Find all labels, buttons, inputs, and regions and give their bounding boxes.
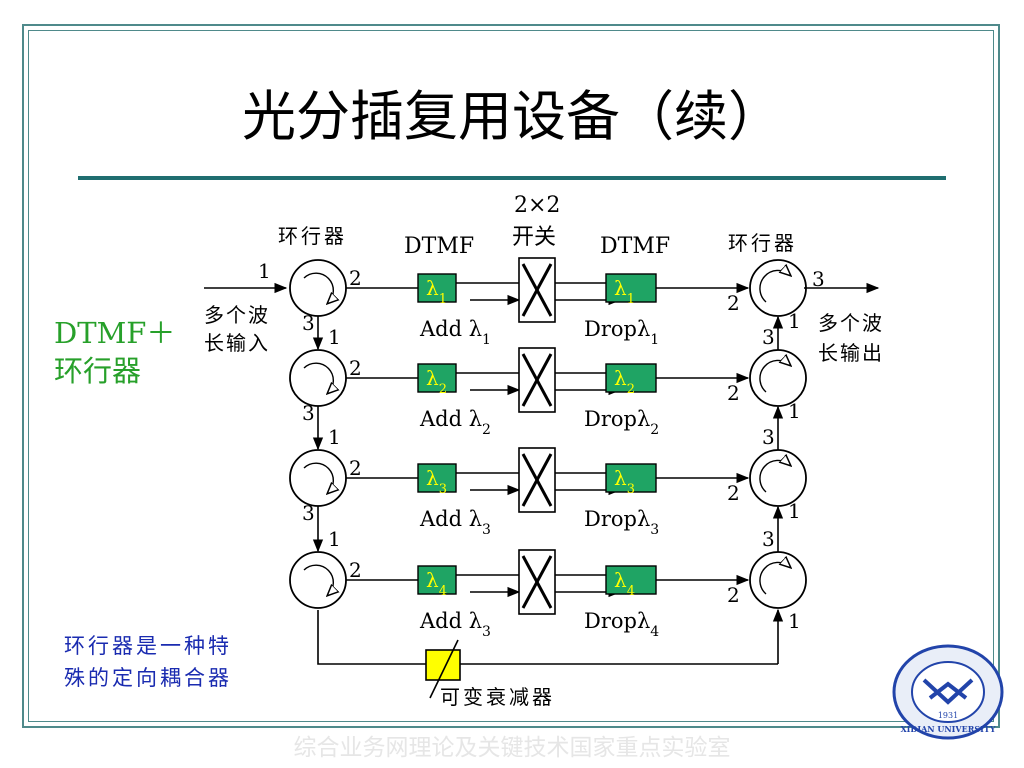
slide-frame-outer [22,24,1000,728]
left-next-port-1-label-1: 1 [328,325,341,349]
dtmf-label-left: DTMF [404,234,474,259]
filter-right-wavelength-2: λ2 [614,366,635,397]
switch-cross-b-2 [521,353,553,407]
circulator-left-1-rotation-arrow [303,272,333,303]
title-underline [78,176,946,180]
circulator-right-2 [749,349,807,407]
circulator-left-3 [289,449,347,507]
right-next-port-3-label-3: 3 [762,527,775,551]
dtmf-filter-right-3 [605,463,657,493]
circulator-left-1 [289,259,347,317]
drop-label-1: Dropλ1 [584,317,659,348]
left-port-2-label-1: 2 [349,266,362,290]
output-label-line1: 多个波 [818,311,884,335]
slide-frame-inner [28,30,994,722]
circulator-right-1-rotation-arrow [759,270,790,303]
input-label-line2: 长输入 [204,331,270,355]
left-port-3-label-1: 3 [302,311,315,335]
side-label: DTMF＋ 环行器 [54,314,175,390]
right-next-port-3-label-2: 3 [762,425,775,449]
circulator-left-4-rotation-arrow [303,564,333,595]
circulator-right-2-rotation-arrow [759,360,790,393]
attenuator-label: 可变衰减器 [440,685,555,709]
filter-left-wavelength-4: λ4 [426,568,447,599]
logo-emblem-mark [922,678,974,705]
side-label-line1: DTMF＋ [54,316,176,350]
circulator-right-1 [749,259,807,317]
logo-year: 1931 [938,711,958,720]
add-label-4: Add λ3 [419,609,491,640]
right-port-1-label-3: 1 [788,499,801,523]
filter-left-wavelength-2: λ2 [426,366,447,397]
slide-title: 光分插复用设备（续） [242,85,782,148]
logo-inner-ring [911,661,985,723]
side-label-line2: 环行器 [54,354,142,388]
dtmf-filter-left-1 [417,273,457,303]
slide-footer: 综合业务网理论及关键技术国家重点实验室 [293,735,731,761]
right-port-2-label-1: 2 [727,291,740,315]
filter-left-wavelength-3: λ3 [426,466,447,497]
right-port-1-label-1: 1 [788,309,801,333]
input-label-line1: 多个波 [204,303,270,327]
right-port-2-label-4: 2 [727,583,740,607]
filter-right-wavelength-1: λ1 [614,276,635,307]
note-line2: 殊的定向耦合器 [64,666,232,690]
circulator-right-4 [749,551,807,609]
left-port-3-label-2: 3 [302,401,315,425]
dtmf-filter-left-3 [417,463,457,493]
dtmf-filter-right-4 [605,565,657,595]
left-port-2-label-4: 2 [349,558,362,582]
left-next-port-1-label-3: 1 [328,527,341,551]
university-logo: XIDIAN UNIVERSITY 1931 [892,644,1004,740]
circulator-left-2-rotation-arrow [303,362,333,393]
drop-label-2: Dropλ2 [584,407,659,438]
filter-right-wavelength-4: λ4 [614,568,635,599]
drop-label-3: Dropλ3 [584,507,659,538]
switch-label-line1: 2×2 [514,193,560,218]
drop-label-4: Dropλ4 [584,609,659,640]
attenuator-slash [429,639,459,699]
switch-cross-b-1 [521,263,553,317]
add-label-1: Add λ1 [419,317,491,348]
add-label-2: Add λ2 [419,407,491,438]
circulator-label-left: 环行器 [278,224,347,248]
left-next-port-1-label-2: 1 [328,425,341,449]
output-port-label: 3 [812,267,825,291]
left-port-2-label-2: 2 [349,356,362,380]
right-port-2-label-3: 2 [727,481,740,505]
dtmf-filter-left-2 [417,363,457,393]
dtmf-filter-right-2 [605,363,657,393]
filter-left-wavelength-1: λ1 [426,276,447,307]
switch-cross-b-4 [521,555,553,609]
right-port-2-label-2: 2 [727,381,740,405]
right-port-1-label-4: 1 [788,609,801,633]
circulator-note: 环行器是一种特 殊的定向耦合器 [64,630,232,694]
circulator-label-right: 环行器 [728,231,797,255]
left-port-3-label-3: 3 [302,501,315,525]
left-port-2-label-3: 2 [349,456,362,480]
variable-attenuator [425,649,461,681]
switch-label-line2: 开关 [512,225,556,250]
dtmf-filter-left-4 [417,565,457,595]
input-port-label: 1 [258,259,271,283]
right-next-port-3-label-1: 3 [762,325,775,349]
output-label-line2: 长输出 [818,341,884,365]
dtmf-label-right: DTMF [600,234,670,259]
circulator-left-3-rotation-arrow [303,462,333,493]
add-label-3: Add λ3 [419,507,491,538]
switch-cross-b-3 [521,453,553,507]
logo-university-text: XIDIAN UNIVERSITY [900,724,995,734]
circulator-right-3-rotation-arrow [759,460,790,493]
filter-right-wavelength-3: λ3 [614,466,635,497]
right-port-1-label-2: 1 [788,399,801,423]
note-line1: 环行器是一种特 [64,634,232,658]
circulator-left-4 [289,551,347,609]
circulator-right-4-rotation-arrow [759,562,790,595]
bottom-bypass-line [317,610,778,665]
circulator-right-3 [749,449,807,507]
circulator-left-2 [289,349,347,407]
